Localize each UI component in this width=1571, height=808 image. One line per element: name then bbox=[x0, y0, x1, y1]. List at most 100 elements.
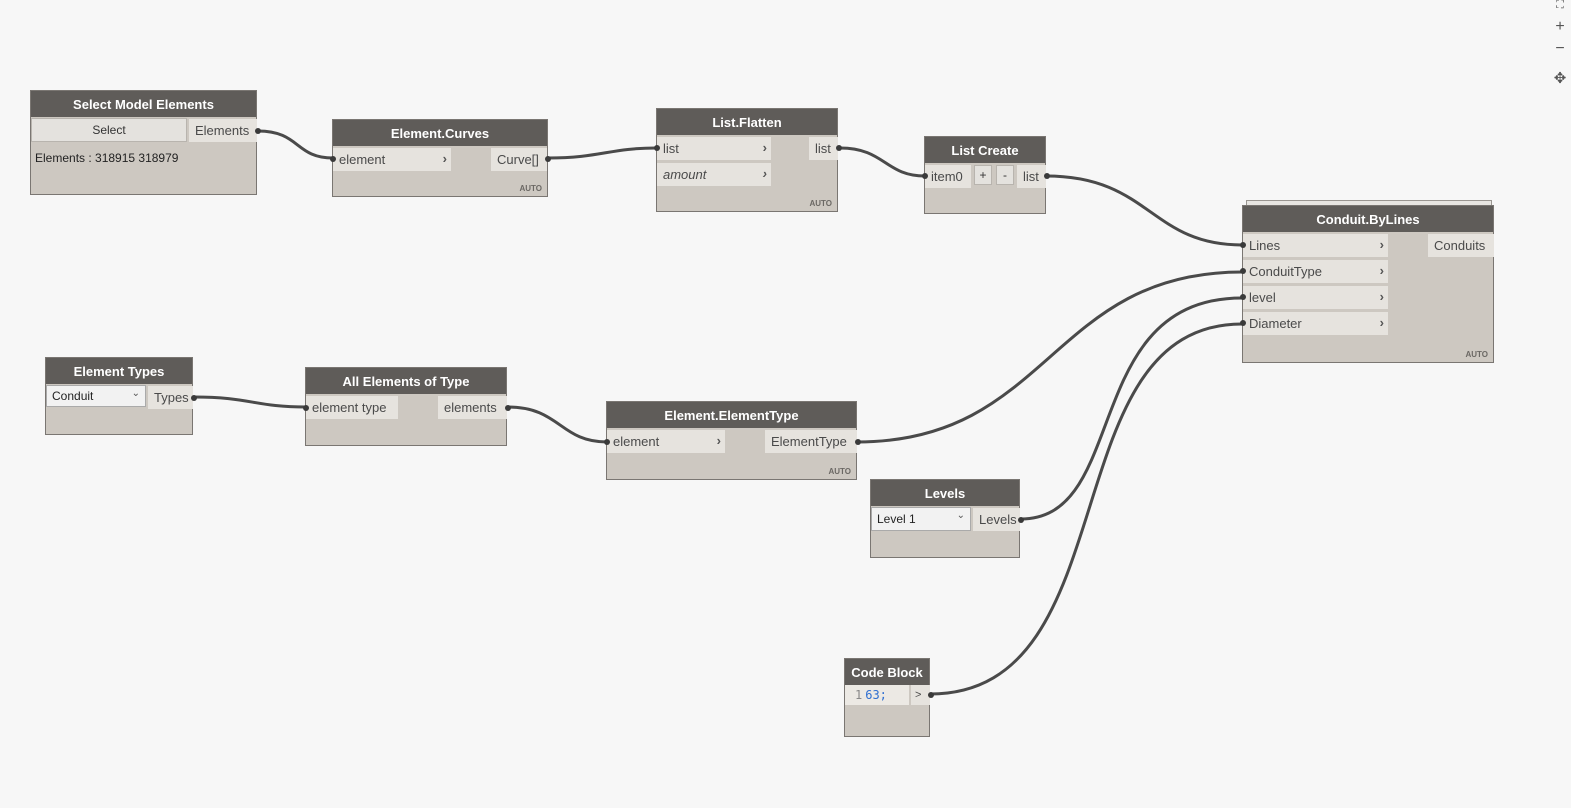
output-connector[interactable] bbox=[836, 145, 842, 151]
chevron-down-icon: ⌄ bbox=[131, 388, 140, 399]
chevron-right-icon: › bbox=[762, 140, 767, 155]
port-label: Levels bbox=[979, 512, 1017, 527]
port-label: Types bbox=[154, 390, 189, 405]
port-label: > bbox=[915, 689, 922, 701]
node-title: Select Model Elements bbox=[31, 91, 256, 117]
node-title: Element Types bbox=[46, 358, 192, 384]
line-number: 1 bbox=[855, 688, 863, 702]
port-label: element type bbox=[312, 400, 387, 415]
node-select-model-elements[interactable]: Select Model Elements Select Elements El… bbox=[30, 90, 261, 195]
port-label: elements bbox=[444, 400, 497, 415]
wire-types-to-allelements bbox=[193, 395, 307, 409]
input-connector[interactable] bbox=[654, 145, 660, 151]
wire-elementtype-to-conduittype bbox=[856, 270, 1243, 444]
node-levels[interactable]: Levels Level 1 ⌄ Levels bbox=[870, 479, 1024, 558]
output-port-elements[interactable]: elements bbox=[438, 396, 507, 419]
output-port-elements[interactable]: Elements bbox=[189, 119, 257, 142]
chevron-right-icon: › bbox=[716, 433, 721, 448]
input-port-element[interactable]: element › bbox=[333, 148, 451, 171]
chevron-right-icon: › bbox=[762, 166, 767, 181]
output-connector[interactable] bbox=[545, 156, 551, 162]
input-port-element-type[interactable]: element type bbox=[306, 396, 398, 419]
output-port-list[interactable]: list bbox=[809, 137, 838, 160]
remove-input-button[interactable]: - bbox=[996, 165, 1014, 185]
level-dropdown[interactable]: Level 1 ⌄ bbox=[871, 507, 971, 531]
output-connector[interactable] bbox=[505, 405, 511, 411]
output-port-elementtype[interactable]: ElementType bbox=[765, 430, 857, 453]
element-type-dropdown[interactable]: Conduit ⌄ bbox=[46, 385, 146, 407]
output-connector[interactable] bbox=[191, 395, 197, 401]
output-port[interactable]: > bbox=[911, 685, 930, 705]
output-connector[interactable] bbox=[1018, 517, 1024, 523]
input-port-diameter[interactable]: Diameter › bbox=[1243, 312, 1388, 335]
wire-elements-to-curves bbox=[257, 129, 334, 160]
node-title: Element.ElementType bbox=[607, 402, 856, 428]
output-connector[interactable] bbox=[855, 439, 861, 445]
lacing-label: AUTO bbox=[809, 199, 832, 208]
node-code-block[interactable]: Code Block 1 63; > bbox=[844, 658, 934, 737]
input-port-lines[interactable]: Lines › bbox=[1243, 234, 1388, 257]
output-connector[interactable] bbox=[928, 692, 934, 698]
dropdown-value: Conduit bbox=[52, 389, 94, 403]
port-label: level bbox=[1249, 290, 1276, 305]
output-port-levels[interactable]: Levels bbox=[973, 508, 1020, 531]
output-port-conduits[interactable]: Conduits bbox=[1428, 234, 1494, 257]
lacing-label: AUTO bbox=[1465, 350, 1488, 359]
port-label: Lines bbox=[1249, 238, 1281, 253]
fit-view-icon[interactable]: ⛶ bbox=[1556, 0, 1564, 11]
input-port-element[interactable]: element › bbox=[607, 430, 725, 453]
pan-icon[interactable]: ✥ bbox=[1553, 70, 1567, 87]
port-label: element bbox=[613, 434, 660, 449]
node-all-elements-of-type[interactable]: All Elements of Type element type elemen… bbox=[303, 367, 511, 446]
chevron-right-icon: › bbox=[1379, 315, 1384, 330]
wire-curves-to-flatten bbox=[547, 146, 657, 160]
select-button[interactable]: Select bbox=[31, 118, 187, 142]
wire-levels-to-level bbox=[1020, 296, 1243, 521]
zoom-in-button[interactable]: + bbox=[1555, 18, 1565, 35]
zoom-out-button[interactable]: − bbox=[1555, 40, 1565, 57]
chevron-down-icon: ⌄ bbox=[956, 510, 965, 521]
node-conduit-bylines[interactable]: Conduit.ByLines Lines › ConduitType › le… bbox=[1240, 205, 1494, 363]
chevron-right-icon: › bbox=[1379, 237, 1384, 252]
add-input-button[interactable]: + bbox=[974, 165, 992, 185]
node-element-curves[interactable]: Element.Curves element › Curve[] AUTO bbox=[330, 119, 551, 197]
code-editor[interactable]: 1 63; bbox=[845, 685, 909, 705]
input-port-amount[interactable]: amount › bbox=[657, 163, 771, 186]
input-connector[interactable] bbox=[303, 405, 309, 411]
node-title: List Create bbox=[925, 137, 1045, 163]
node-title: Code Block bbox=[845, 659, 929, 685]
output-connector[interactable] bbox=[1044, 173, 1050, 179]
chevron-right-icon: › bbox=[442, 151, 447, 166]
output-connector[interactable] bbox=[255, 128, 261, 134]
wire-listcreate-to-lines bbox=[1045, 174, 1243, 247]
node-element-elementtype[interactable]: Element.ElementType element › ElementTyp… bbox=[604, 401, 861, 480]
output-port-types[interactable]: Types bbox=[148, 386, 193, 409]
zoom-controls: ⛶ + − ✥ bbox=[1549, 0, 1571, 90]
wire-flatten-to-listcreate bbox=[839, 146, 926, 178]
input-port-list[interactable]: list › bbox=[657, 137, 771, 160]
wire-elements-to-elementtype bbox=[507, 405, 608, 444]
input-port-level[interactable]: level › bbox=[1243, 286, 1388, 309]
node-title: Conduit.ByLines bbox=[1243, 206, 1493, 232]
input-port-item0[interactable]: item0 bbox=[925, 165, 971, 188]
input-connector[interactable] bbox=[330, 156, 336, 162]
output-port-list[interactable]: list bbox=[1017, 165, 1046, 188]
node-stack-shadow bbox=[1246, 200, 1492, 205]
port-label: list bbox=[815, 141, 831, 156]
chevron-right-icon: › bbox=[1379, 289, 1384, 304]
input-connector[interactable] bbox=[922, 173, 928, 179]
code-text: 63; bbox=[865, 688, 887, 702]
input-port-conduittype[interactable]: ConduitType › bbox=[1243, 260, 1388, 283]
lacing-label: AUTO bbox=[828, 467, 851, 476]
node-list-flatten[interactable]: List.Flatten list › amount › list AUTO bbox=[654, 108, 842, 212]
node-element-types[interactable]: Element Types Conduit ⌄ Types bbox=[45, 357, 197, 435]
output-port-curve[interactable]: Curve[] bbox=[491, 148, 547, 171]
port-label: ConduitType bbox=[1249, 264, 1322, 279]
input-connector[interactable] bbox=[604, 439, 610, 445]
input-connector[interactable] bbox=[1240, 242, 1246, 248]
input-connector[interactable] bbox=[1240, 268, 1246, 274]
input-connector[interactable] bbox=[1240, 320, 1246, 326]
input-connector[interactable] bbox=[1240, 294, 1246, 300]
node-list-create[interactable]: List Create item0 + - list bbox=[922, 136, 1050, 214]
port-label: ElementType bbox=[771, 434, 847, 449]
